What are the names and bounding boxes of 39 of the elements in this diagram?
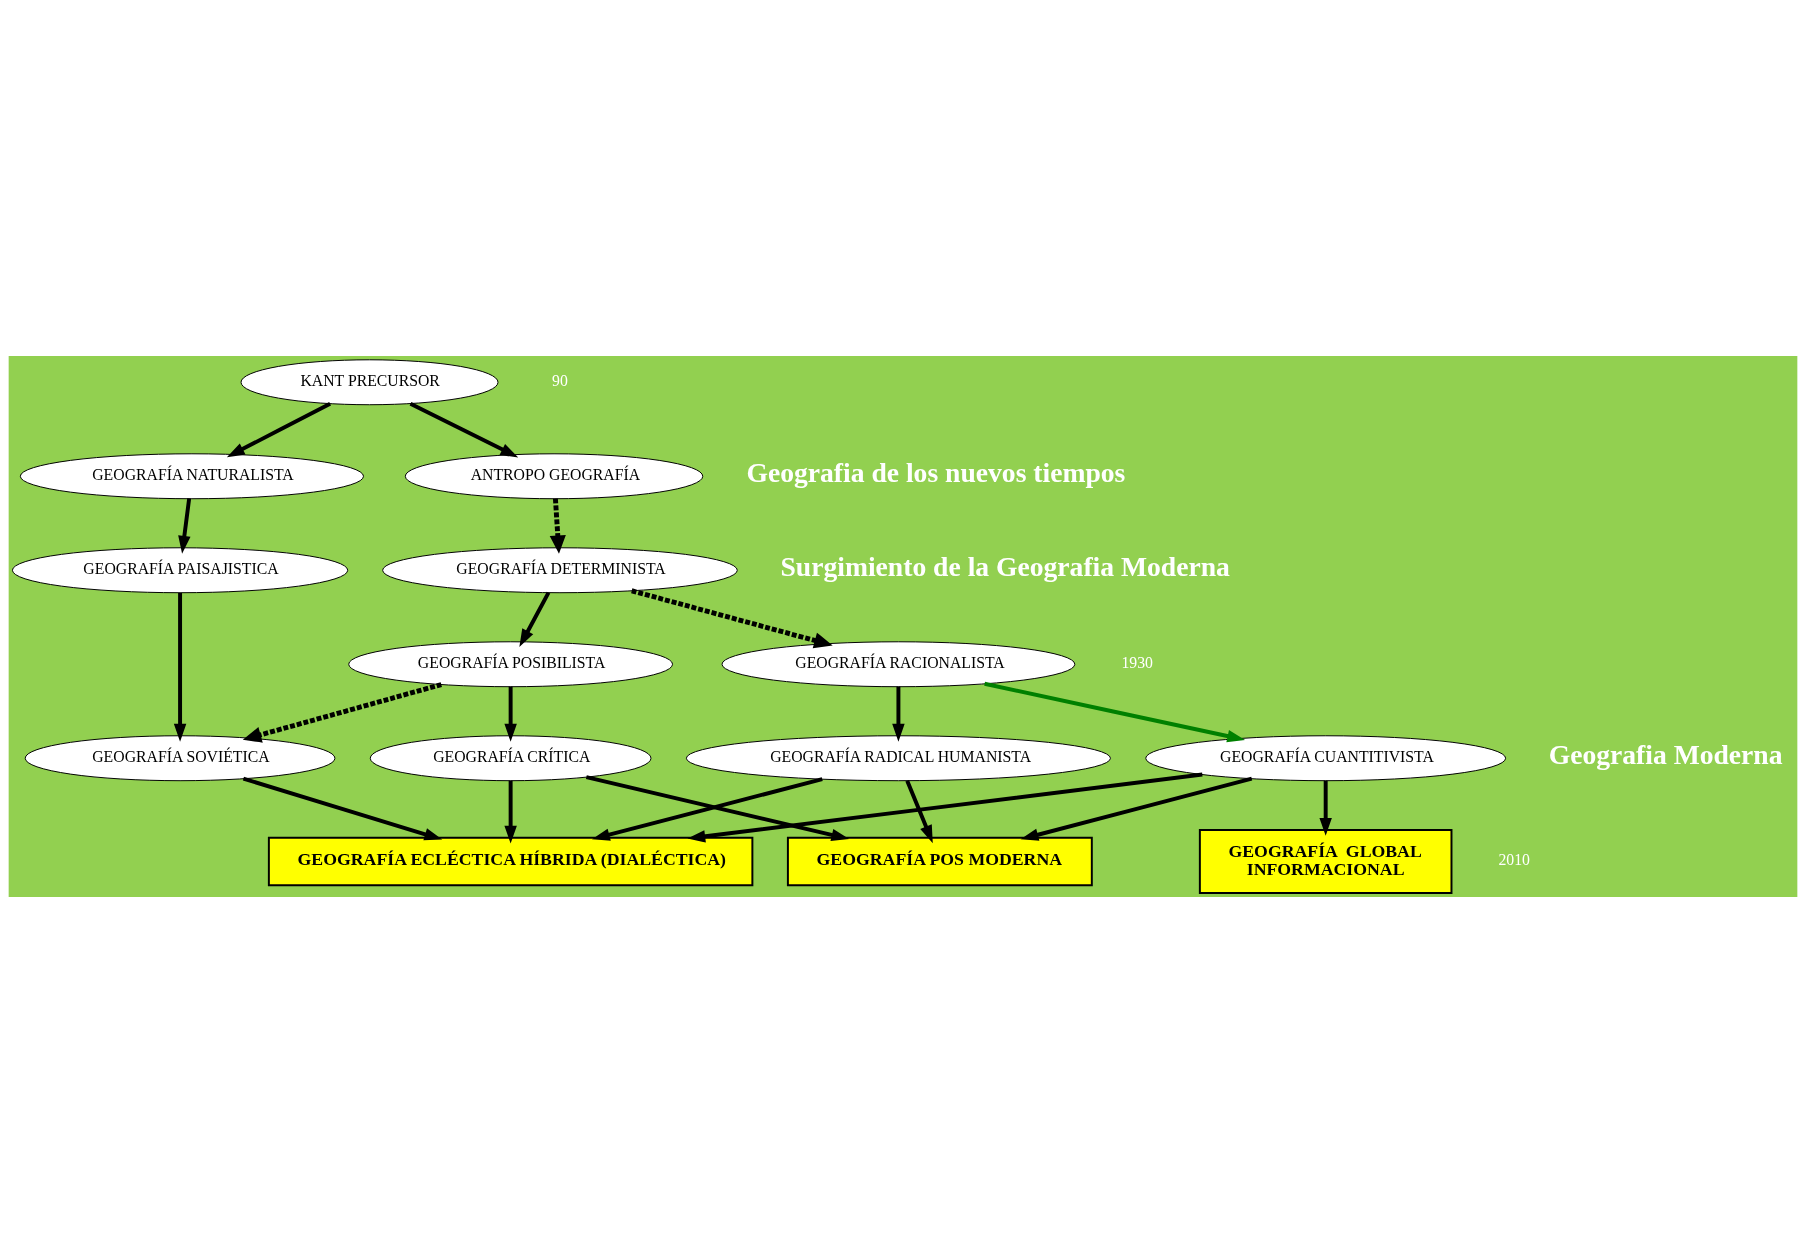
node-ellipse: GEOGRAFÍA DETERMINISTA xyxy=(382,547,738,594)
arrow xyxy=(905,779,933,844)
node-ellipse: GEOGRAFÍA SOVIÉTICA xyxy=(24,735,336,782)
node-ellipse: GEOGRAFÍA PAISAJISTICA xyxy=(11,547,349,594)
arrow xyxy=(1020,776,1253,841)
arrow xyxy=(504,686,517,742)
arrow xyxy=(984,681,1246,743)
arrow xyxy=(504,780,517,844)
arrow xyxy=(592,777,823,841)
node-ellipse: GEOGRAFÍA NATURALISTA xyxy=(19,453,364,500)
label: Geografia de los nuevos tiempos xyxy=(746,457,1126,489)
arrow xyxy=(549,498,566,554)
node-ellipse: GEOGRAFÍA CUANTITIVISTA xyxy=(1145,735,1507,782)
node-box: GEOGRAFÍA GLOBAL INFORMACIONAL xyxy=(1198,828,1453,895)
node-ellipse: GEOGRAFÍA RACIONALISTA xyxy=(721,641,1076,688)
arrow xyxy=(178,498,192,554)
arrow xyxy=(1319,780,1332,836)
node-box: GEOGRAFÍA POS MODERNA xyxy=(786,836,1093,887)
arrow xyxy=(409,401,519,458)
label: 2010 xyxy=(1498,851,1530,869)
arrow xyxy=(585,775,850,842)
node-ellipse: ANTROPO GEOGRAFÍA xyxy=(404,453,704,500)
arrow xyxy=(173,592,187,742)
label: 1930 xyxy=(1121,654,1153,671)
label: Geografia Moderna xyxy=(1548,739,1783,771)
arrow xyxy=(242,682,442,743)
node-box: GEOGRAFÍA ECLÉCTICA HÍBRIDA (DIALÉCTICA) xyxy=(267,836,754,887)
node-ellipse: GEOGRAFÍA CRÍTICA xyxy=(369,735,652,782)
node-ellipse: KANT PRECURSOR xyxy=(240,359,499,406)
label: 90 xyxy=(552,372,568,390)
arrow xyxy=(631,588,833,649)
arrow xyxy=(687,772,1203,843)
node-ellipse: GEOGRAFÍA RADICAL HUMANISTA xyxy=(685,735,1111,782)
arrow xyxy=(519,591,551,647)
arrow xyxy=(242,776,443,841)
label: Surgimiento de la Geografia Moderna xyxy=(780,551,1230,583)
node-ellipse: GEOGRAFÍA POSIBILISTA xyxy=(348,641,674,688)
arrow xyxy=(226,401,331,458)
arrow xyxy=(892,686,905,742)
